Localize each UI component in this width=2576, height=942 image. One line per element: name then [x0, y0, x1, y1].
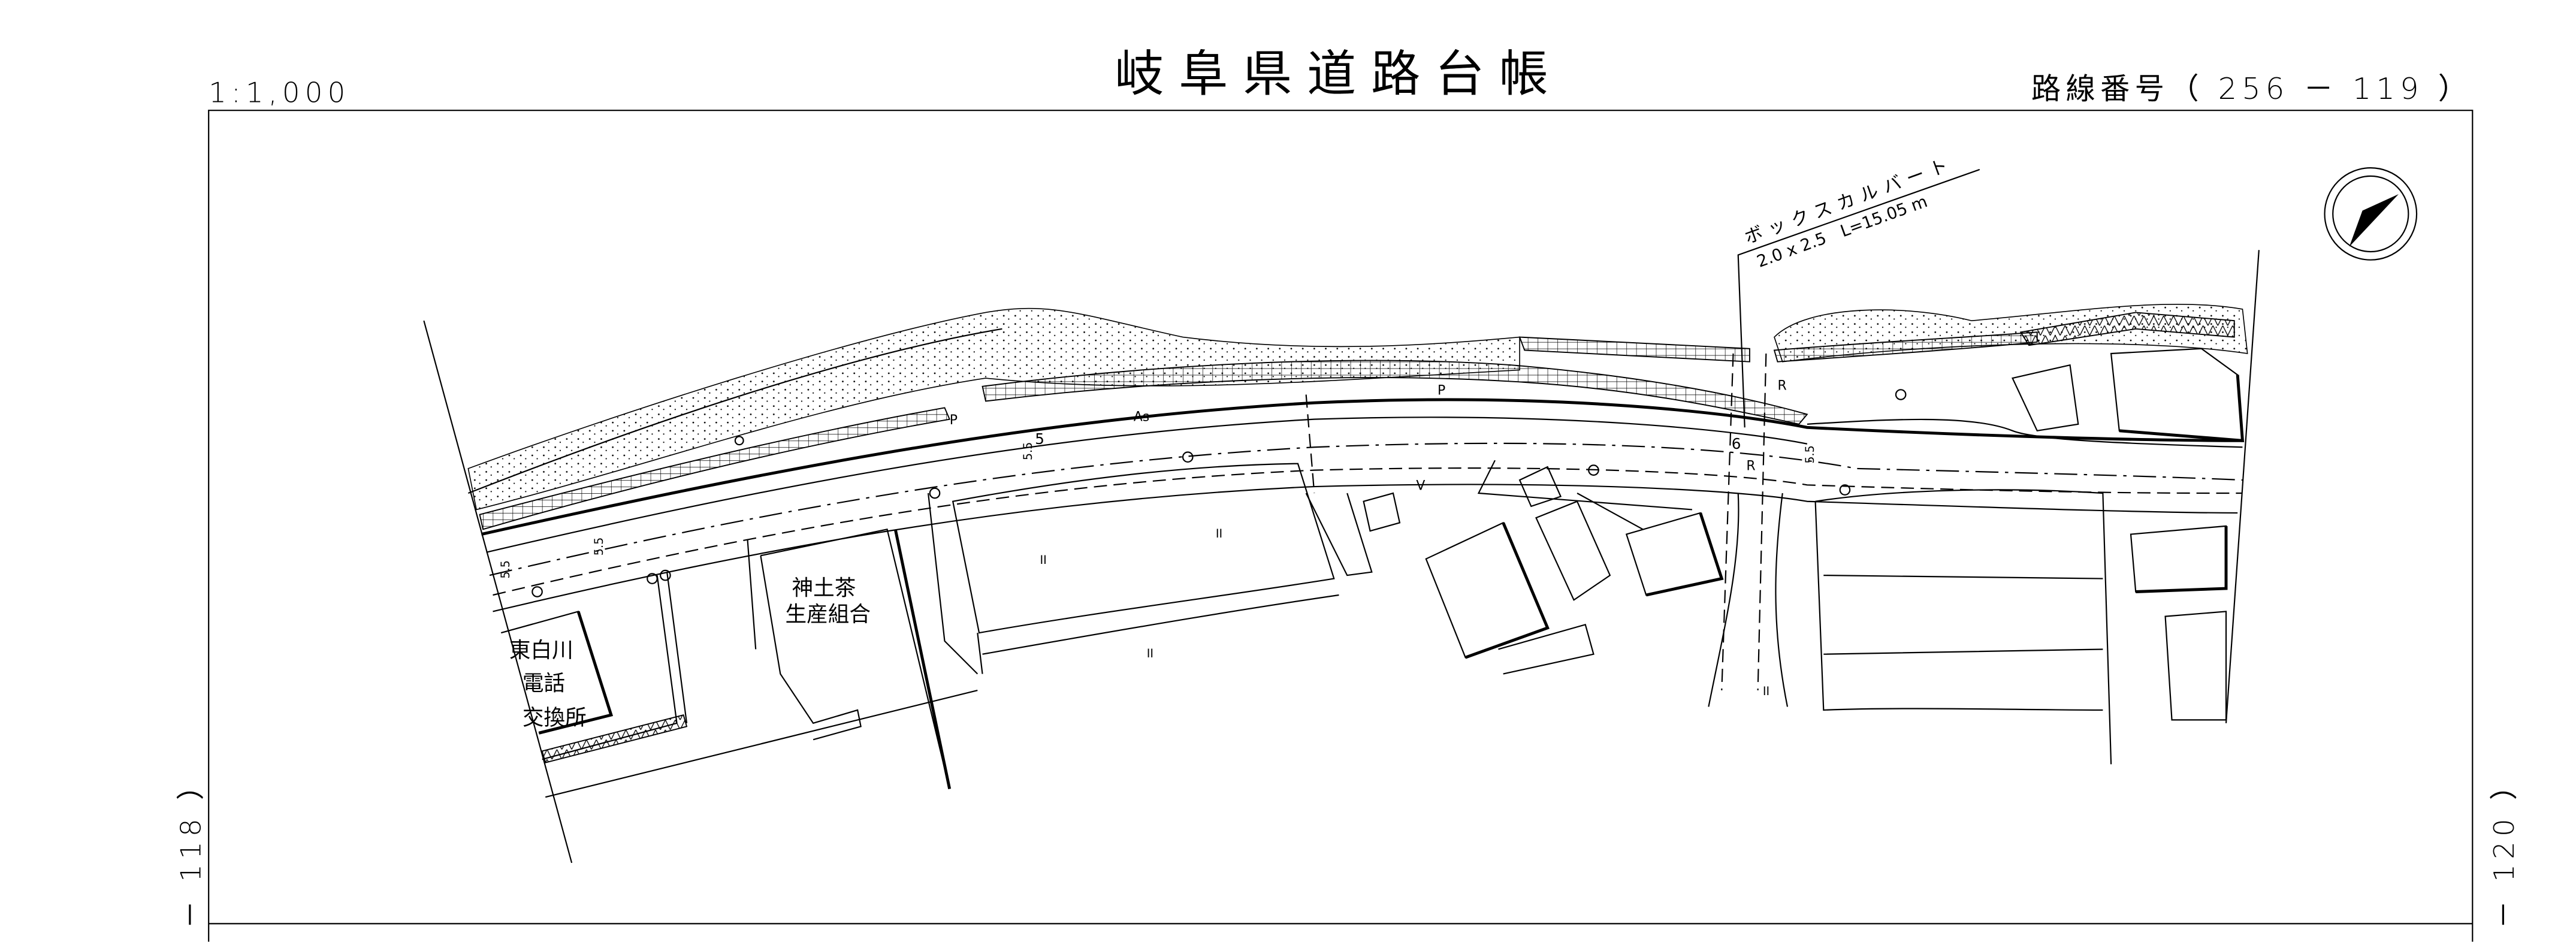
match-line-right [2225, 250, 2260, 723]
building [1498, 623, 1594, 675]
tea-cooperative-building [760, 529, 950, 789]
land-use-label: II [1216, 527, 1222, 541]
road-edge-south-2 [493, 484, 2238, 612]
road-edge-north [481, 398, 2243, 536]
building [1518, 466, 1611, 601]
facility-label: 生産組合 [786, 602, 871, 627]
building [2012, 348, 2243, 442]
width-label: 5.5 [499, 560, 512, 579]
width-label: 6 [1732, 435, 1741, 452]
road-edge-south [493, 467, 2243, 596]
waterway [1708, 493, 1789, 707]
ditch [1305, 493, 1373, 576]
land-use-label: V [1416, 479, 1425, 494]
lot-line [1477, 460, 1693, 530]
road-label: R [1746, 459, 1755, 474]
building [1425, 521, 1549, 659]
contour [467, 328, 1002, 494]
telephone-exchange-wall [538, 611, 614, 735]
slope-area [467, 307, 1520, 511]
building-wall [1464, 522, 1550, 659]
tea-cooperative-wall [893, 529, 952, 790]
lot-line [982, 594, 1339, 655]
match-line-left [423, 320, 573, 864]
width-label: 5 [1035, 430, 1044, 448]
land-use-label: II [1763, 684, 1769, 698]
building [2130, 525, 2227, 593]
box-culvert-leader [1737, 168, 1980, 428]
field-plot [952, 463, 1335, 634]
utility-pole-icon [531, 389, 1907, 597]
facility-label: 電話 [523, 671, 565, 696]
fence [747, 539, 757, 650]
building [2164, 611, 2227, 721]
page-title: 岐阜県道路台帳 [1115, 46, 1563, 102]
retaining-wall [2019, 312, 2235, 346]
scale-label: 1:1,000 [209, 76, 350, 108]
ditch-hatch [541, 714, 688, 763]
adjacent-sheet-right: － 120 ） [2488, 767, 2520, 928]
building-wall [2136, 526, 2228, 593]
drain-line [1305, 394, 1315, 494]
field-plot [927, 493, 983, 675]
surface-label: As [1134, 409, 1149, 424]
building [1363, 492, 1401, 532]
road-widening-line [1807, 418, 2243, 448]
field-plot [1814, 489, 2112, 765]
land-use-label: II [1040, 553, 1047, 567]
building-wall [2119, 375, 2245, 442]
north-arrow-icon [2324, 167, 2418, 261]
lot-line [545, 689, 978, 798]
route-number: 路線番号（ 256 － 119 ） [2031, 71, 2472, 106]
width-label: 5.5 [1021, 442, 1035, 461]
road-label: R [1778, 378, 1787, 393]
land-use-label: II [1147, 647, 1153, 660]
width-label: 5.5 [592, 538, 606, 556]
road-centerline [489, 442, 2243, 576]
pavement-label: P [950, 413, 958, 428]
map-frame [208, 110, 2474, 942]
retaining-wall [982, 360, 1808, 425]
building-wall [1645, 512, 1724, 597]
width-label: 5.5 [1803, 445, 1817, 464]
retaining-wall [479, 407, 951, 530]
adjacent-sheet-left: － 118 ） [174, 767, 207, 928]
pavement-label: P [1438, 384, 1445, 398]
road-edge-north-2 [486, 416, 1808, 553]
retaining-wall [1518, 336, 1750, 363]
facility-label: 交換所 [523, 706, 587, 730]
facility-label: 東白川 [509, 638, 573, 663]
facility-label: 神土茶 [792, 576, 856, 600]
